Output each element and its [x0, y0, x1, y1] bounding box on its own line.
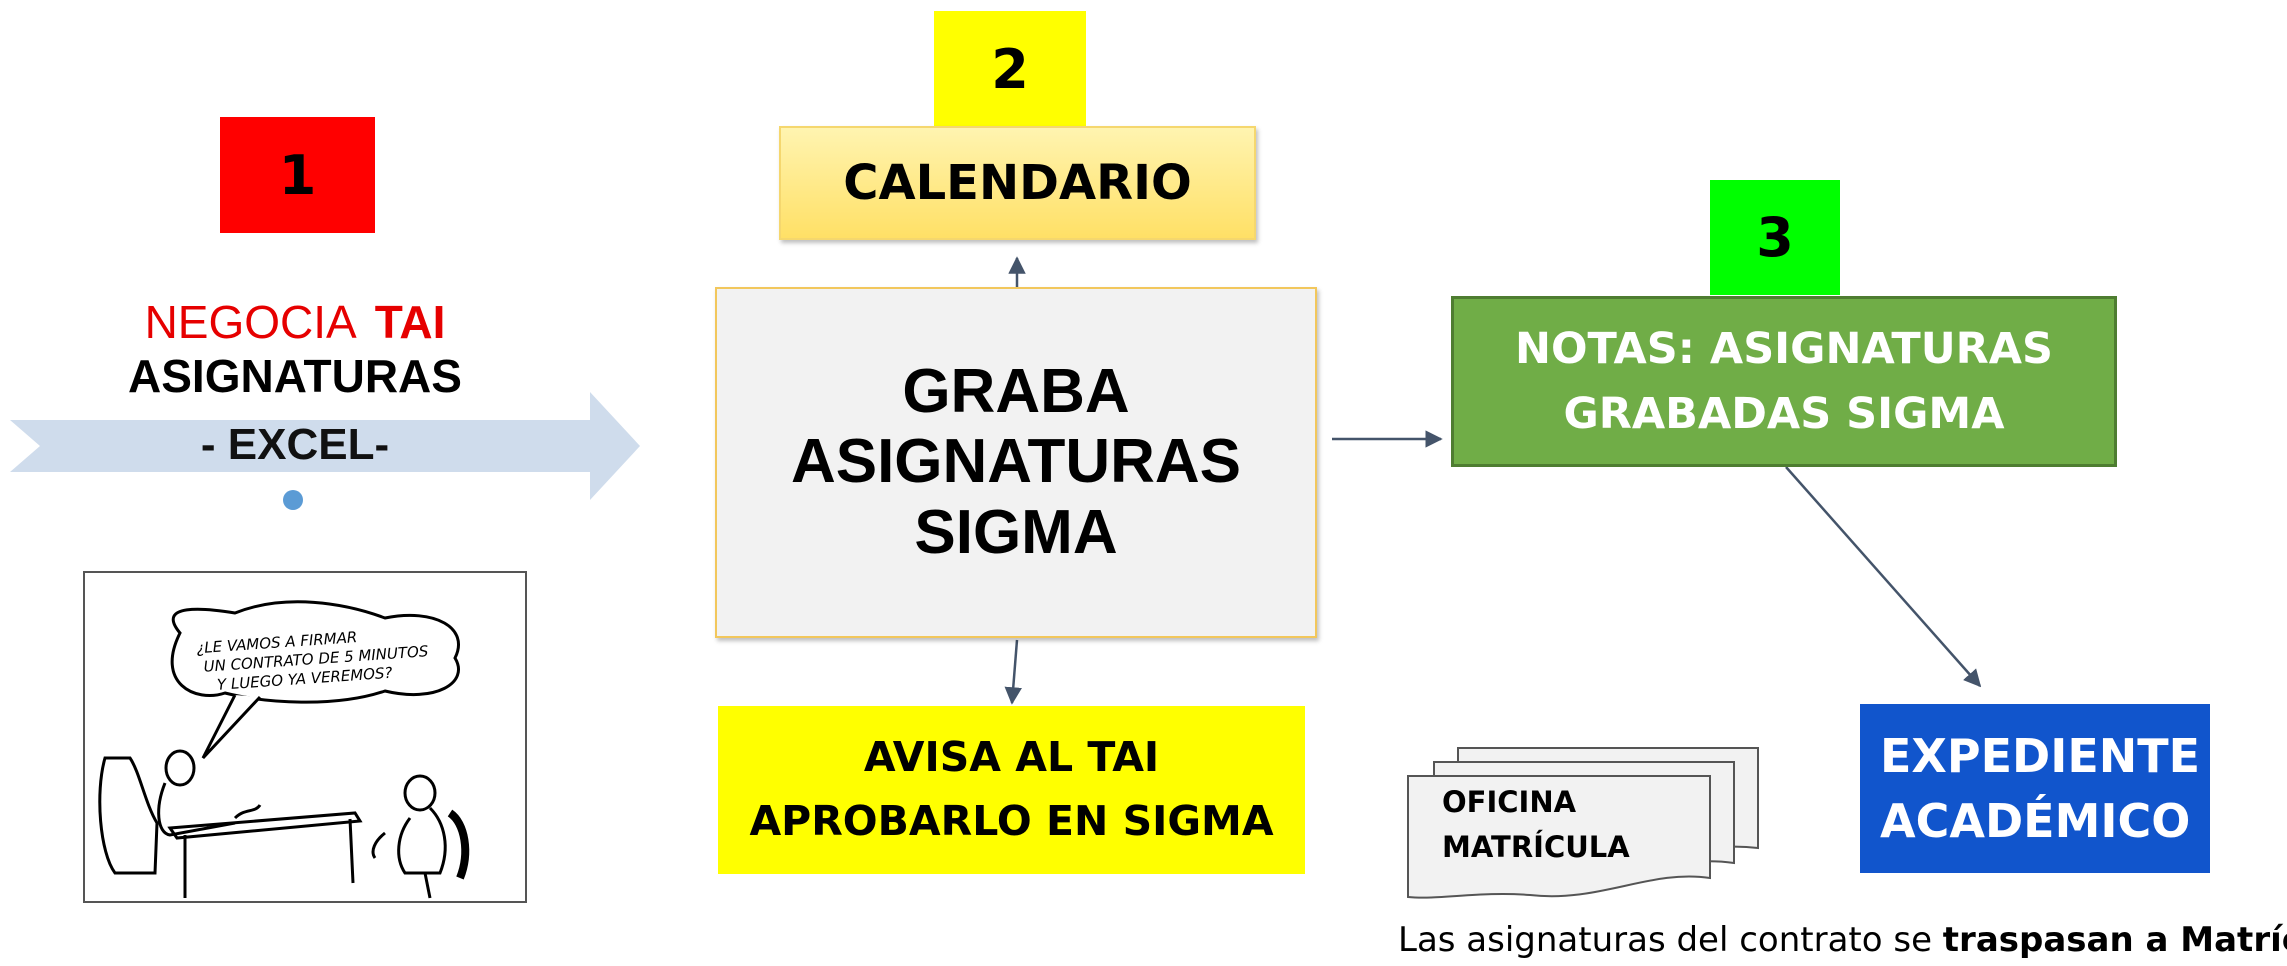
arrow-notas-to-expediente: [1785, 466, 1982, 688]
step-2-badge: 2: [934, 11, 1086, 127]
oficina-matricula-label: OFICINA MATRÍCULA: [1442, 780, 1702, 880]
tai-word: TAI: [374, 296, 446, 348]
asignaturas-heading: ASIGNATURAS: [128, 350, 462, 402]
asignaturas-line: ASIGNATURAS: [790, 427, 1242, 497]
expediente-box: EXPEDIENTE ACADÉMICO: [1860, 704, 2210, 873]
caption-prefix: Las asignaturas del contrato se: [1398, 920, 1943, 960]
expediente-line-2: ACADÉMICO: [1880, 793, 2191, 848]
calendario-box: CALENDARIO: [779, 126, 1256, 240]
avisa-tai-box: AVISA AL TAI APROBARLO EN SIGMA: [718, 706, 1305, 874]
oficina-line-2: MATRÍCULA: [1442, 829, 1630, 864]
step-3-badge: 3: [1710, 180, 1840, 295]
documents-stack-icon: [1407, 747, 1759, 899]
avisa-line-2: APROBARLO EN SIGMA: [749, 797, 1274, 845]
graba-line: GRABA: [902, 357, 1130, 427]
step-1-badge: 1: [220, 117, 375, 233]
bullet-dot: [283, 490, 303, 510]
excel-label: - EXCEL-: [200, 420, 390, 469]
step-1-number: 1: [278, 143, 317, 207]
notas-box: NOTAS: ASIGNATURAS GRABADAS SIGMA: [1451, 296, 2117, 467]
sigma-line: SIGMA: [914, 497, 1118, 567]
arrow-graba-to-avisa: [1004, 639, 1022, 705]
notas-line-2: GRABADAS SIGMA: [1563, 388, 2005, 439]
notas-line-1: NOTAS: ASIGNATURAS: [1514, 324, 2054, 374]
calendario-label: CALENDARIO: [843, 155, 1192, 211]
excel-arrow-shape: [10, 392, 640, 500]
negocia-word: NEGOCIA: [144, 296, 357, 348]
caption-emphasis: traspasan a Matrícula: [1942, 920, 2287, 960]
avisa-line-1: AVISA AL TAI: [863, 733, 1160, 782]
oficina-line-1: OFICINA: [1442, 785, 1577, 819]
expediente-line-1: EXPEDIENTE: [1880, 729, 2201, 784]
cartoon-drawing: ¿LE VAMOS A FIRMAR UN CONTRATO DE 5 MINU…: [98, 600, 470, 899]
negocia-heading: NEGOCIA TAI: [40, 296, 550, 348]
caption-text: Las asignaturas del contrato se traspasa…: [1398, 920, 2287, 966]
cartoon-image: ¿LE VAMOS A FIRMAR UN CONTRATO DE 5 MINU…: [83, 571, 527, 903]
step-3-number: 3: [1756, 206, 1794, 269]
graba-asignaturas-box: GRABA ASIGNATURAS SIGMA: [715, 287, 1317, 638]
step-2-number: 2: [991, 37, 1029, 101]
